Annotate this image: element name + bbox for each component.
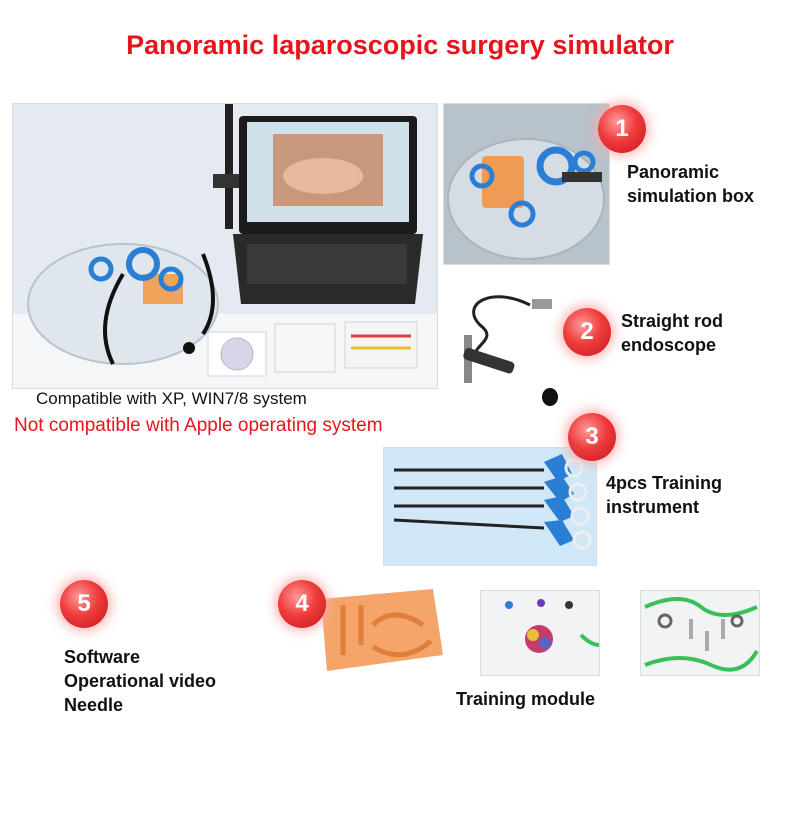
badge-5: 5	[60, 580, 108, 628]
item-1-line2: simulation box	[627, 186, 755, 206]
badge-2: 2	[563, 308, 611, 356]
item-5-line3: Needle	[64, 695, 124, 715]
badge-4: 4	[278, 580, 326, 628]
item-2-line1: Straight rod	[621, 311, 723, 331]
training-module-label: Training module	[456, 689, 596, 709]
item-5-line2: Operational video	[64, 671, 217, 691]
page-title: Panoramic laparoscopic surgery simulator	[126, 30, 674, 60]
compatibility-supported-text: Compatible with XP, WIN7/8 system	[36, 389, 307, 408]
item-2-label: Straight rod endoscope	[621, 309, 723, 357]
training-instruments-photo	[383, 447, 597, 566]
item-2-line2: endoscope	[621, 335, 717, 355]
wire-loop-module-photo	[640, 590, 760, 676]
peg-bead-module-photo	[480, 590, 600, 676]
simulation-box-photo	[443, 103, 610, 265]
item-3-line2: instrument	[606, 497, 700, 517]
item-5-line1: Software	[64, 647, 141, 667]
main-product-photo	[12, 103, 438, 389]
endoscope-photo	[450, 285, 560, 413]
compatibility-unsupported-text: Not compatible with Apple operating syst…	[14, 415, 383, 436]
item-5-label: Software Operational video Needle	[64, 645, 216, 717]
item-3-label: 4pcs Training instrument	[606, 471, 722, 519]
item-1-line1: Panoramic	[627, 162, 720, 182]
badge-1: 1	[598, 105, 646, 153]
item-3-line1: 4pcs Training	[606, 473, 723, 493]
orange-training-pad-photo	[313, 585, 446, 675]
badge-3: 3	[568, 413, 616, 461]
item-1-label: Panoramic simulation box	[627, 160, 754, 208]
